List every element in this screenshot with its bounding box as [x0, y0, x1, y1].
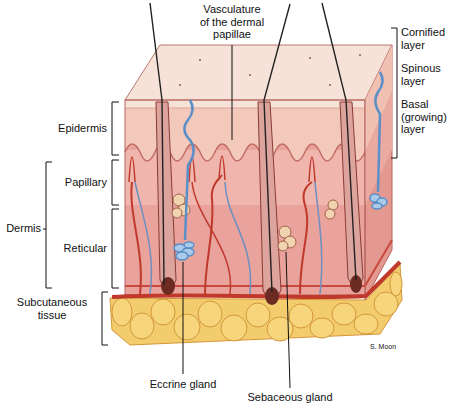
skin-block	[199, 59, 201, 61]
brackets	[391, 28, 397, 158]
eccrine-glands	[176, 252, 188, 260]
eccrine-glands	[372, 203, 382, 209]
artist-signature: S. Moon	[370, 343, 410, 351]
skin-block	[249, 74, 251, 76]
blood-vessels	[309, 157, 315, 182]
leader-lines	[183, 45, 290, 388]
blood-vessels	[300, 182, 312, 294]
subcutaneous-fat	[198, 301, 222, 327]
eccrine-glands	[184, 242, 194, 248]
subcutaneous-fat	[267, 317, 293, 341]
blood-vessels	[135, 182, 151, 294]
hair-follicles	[156, 102, 176, 290]
brackets	[43, 28, 397, 345]
layer-label: Dermis	[2, 222, 41, 235]
vessel-label: Vasculature of the dermal papillae	[199, 3, 265, 41]
blood-vessels	[225, 182, 251, 294]
hair-shafts	[264, 4, 290, 292]
layer-label: Papillary	[45, 176, 107, 189]
layer-label: Subcutaneous tissue	[6, 296, 98, 321]
subcutaneous-fat	[354, 314, 378, 334]
brackets	[112, 160, 119, 205]
skin-block	[125, 45, 392, 100]
gland-label: Sebaceous gland	[240, 391, 340, 404]
sebaceous-glands	[325, 209, 335, 219]
leader-lines	[232, 45, 233, 140]
layer-label: Epidermis	[45, 122, 107, 135]
blood-vessels	[192, 182, 231, 294]
sebaceous-glands	[172, 194, 338, 251]
skin-block	[125, 100, 365, 295]
brackets	[112, 102, 119, 155]
subcutaneous-fat	[390, 272, 402, 296]
subcutaneous-fat	[130, 313, 154, 339]
eccrine-glands	[184, 100, 193, 240]
layer-label: Spinous layer	[401, 62, 451, 87]
skin-block	[309, 57, 311, 59]
subcutaneous-fat	[289, 304, 313, 328]
skin-block	[125, 45, 392, 300]
gland-label: Eccrine gland	[143, 378, 223, 391]
subcutaneous-fat	[174, 314, 200, 340]
brackets	[43, 162, 52, 288]
brackets	[102, 292, 108, 345]
layer-label: Cornified layer	[401, 26, 451, 51]
eccrine-glands	[375, 72, 382, 192]
subcutaneous-fat	[310, 318, 334, 338]
blood-vessels	[129, 157, 135, 182]
sebaceous-glands	[172, 208, 182, 218]
skin-block	[179, 84, 181, 86]
leader-lines	[286, 252, 290, 388]
blood-vessels	[219, 156, 225, 180]
brackets	[112, 209, 119, 288]
hair-follicles	[161, 277, 175, 295]
subcutaneous-fat	[151, 299, 175, 325]
skin-block	[359, 54, 361, 56]
skin-block	[125, 100, 365, 295]
hair-shafts	[150, 3, 164, 285]
layer-label: Reticular	[45, 242, 107, 255]
eccrine-glands	[174, 72, 387, 260]
skin-block	[329, 84, 331, 86]
leader-lines	[183, 262, 184, 374]
blood-vessels	[315, 182, 322, 294]
hair-shafts	[322, 3, 356, 280]
hair-shafts	[150, 3, 356, 292]
sebaceous-glands	[328, 200, 338, 210]
subcutaneous-fat	[332, 303, 356, 325]
subcutaneous-fat	[221, 315, 247, 341]
subcutaneous-fat	[112, 298, 132, 326]
hair-follicles	[258, 102, 281, 300]
subcutaneous-fat	[246, 303, 270, 327]
sebaceous-glands	[278, 241, 288, 251]
layer-label: Basal (growing) layer	[401, 98, 451, 136]
